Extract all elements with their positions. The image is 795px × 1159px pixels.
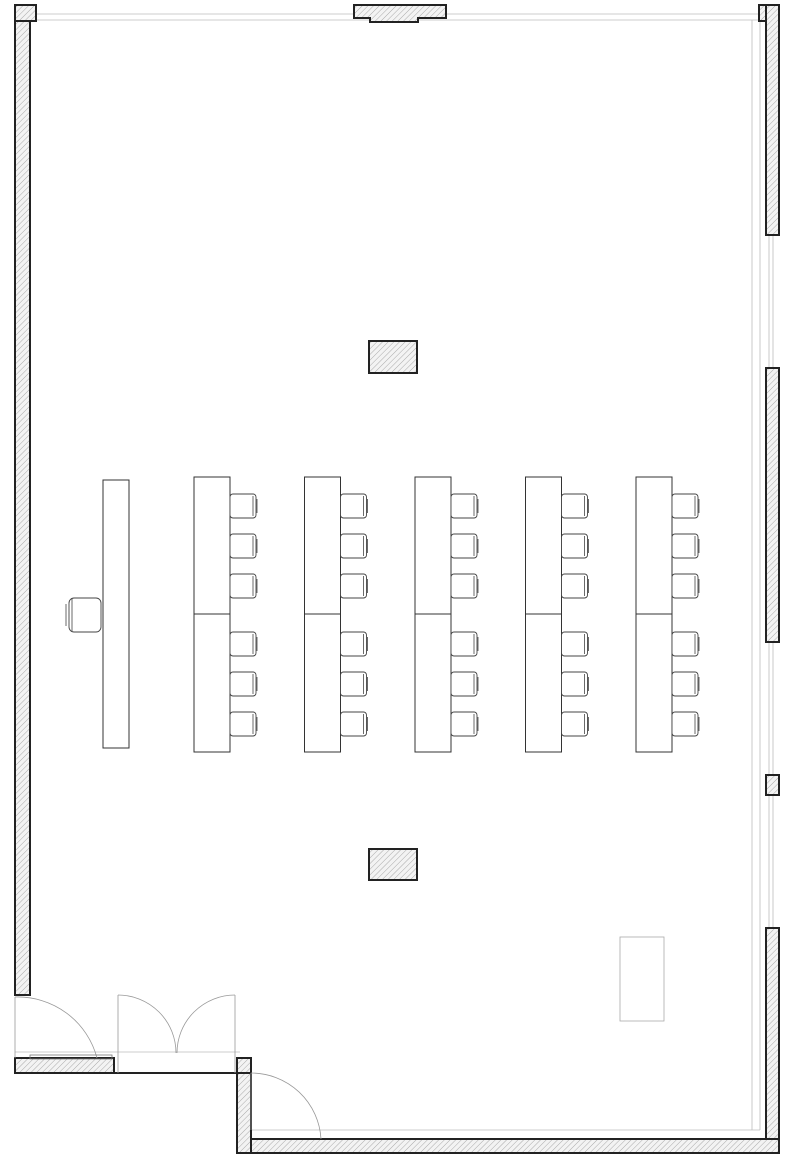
wall-left (14, 4, 31, 996)
student-chair (340, 493, 368, 519)
student-chair (229, 631, 258, 657)
column-lower (368, 848, 418, 881)
column-upper (368, 340, 418, 374)
desk-row (525, 476, 589, 753)
wall-top-header (353, 4, 447, 23)
door-right (250, 1072, 322, 1140)
student-chair (229, 493, 258, 519)
desk-table (304, 476, 341, 615)
door-double (117, 994, 236, 1073)
student-chair (340, 711, 368, 737)
desk-table (414, 613, 452, 753)
desk-row (414, 476, 479, 753)
desk-table (414, 476, 452, 615)
student-chair (450, 631, 479, 657)
walls (14, 4, 780, 1154)
wall-bottom-left (14, 1057, 115, 1074)
student-chair (229, 573, 258, 599)
columns (368, 340, 418, 881)
student-chair (561, 671, 589, 697)
desk-row (635, 476, 700, 753)
student-desks (193, 476, 700, 753)
teacher-desk (102, 479, 130, 749)
student-chair (229, 533, 258, 559)
desk-table (635, 476, 673, 615)
student-chair (229, 711, 258, 737)
door-left (14, 996, 98, 1059)
student-chair (340, 573, 368, 599)
student-chair (450, 533, 479, 559)
student-chair (340, 533, 368, 559)
student-chair (561, 711, 589, 737)
desk-row (193, 476, 258, 753)
student-chair (561, 533, 589, 559)
student-chair (450, 493, 479, 519)
student-chair (229, 671, 258, 697)
student-chair (340, 631, 368, 657)
teacher-station (65, 479, 130, 749)
wall-right-lower (765, 927, 780, 1154)
student-chair (561, 573, 589, 599)
wall-right-pier (765, 774, 780, 796)
student-chair (671, 573, 700, 599)
student-chair (450, 573, 479, 599)
wall-bottom (236, 1138, 780, 1154)
student-chair (671, 671, 700, 697)
wall-right-upper (765, 4, 780, 236)
student-chair (671, 631, 700, 657)
desk-table (193, 613, 231, 753)
wall-top-left-corner (14, 4, 37, 22)
desk-table (525, 613, 562, 753)
student-chair (671, 711, 700, 737)
desk-table (635, 613, 673, 753)
student-chair (450, 671, 479, 697)
student-chair (561, 493, 589, 519)
student-chair (561, 631, 589, 657)
desk-table (525, 476, 562, 615)
cabinet (619, 936, 665, 1022)
desk-table (304, 613, 341, 753)
doors (14, 994, 322, 1140)
student-chair (340, 671, 368, 697)
desk-table (193, 476, 231, 615)
student-chair (671, 493, 700, 519)
desk-row (304, 476, 368, 753)
student-chair (671, 533, 700, 559)
student-chair (450, 711, 479, 737)
wall-right-middle (765, 367, 780, 643)
teacher-chair (65, 597, 102, 633)
